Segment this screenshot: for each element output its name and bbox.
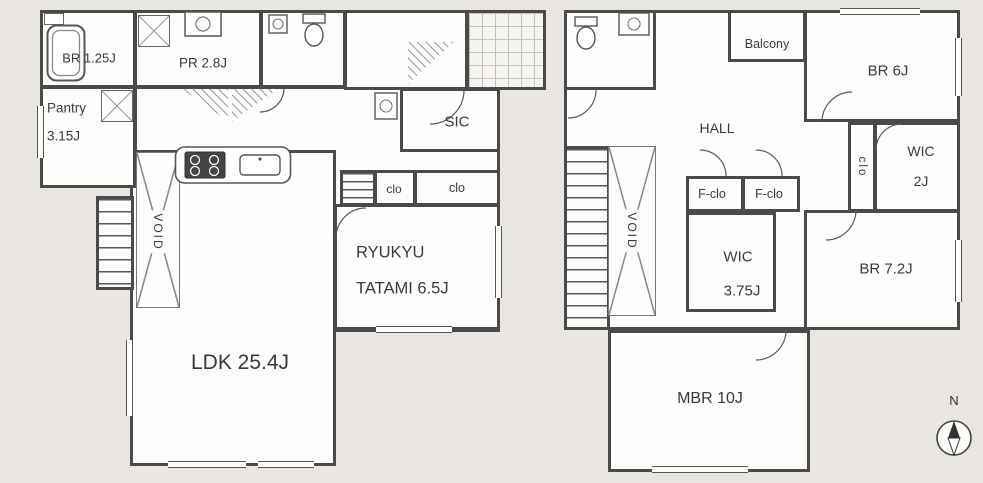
window-br72-east	[955, 240, 962, 302]
window-ldk-west	[126, 340, 133, 416]
label-tatami-line1: RYUKYU	[356, 243, 425, 262]
void-area-2f	[608, 146, 656, 316]
kitchen-counter-icon	[174, 144, 292, 191]
window-tatami-south	[376, 326, 452, 333]
label-powder-room: PR 2.8J	[178, 55, 228, 71]
room-wic-2j	[874, 122, 960, 212]
room-futon-closet-b	[742, 176, 800, 212]
room-bedroom-72j	[804, 210, 960, 330]
toilet-icon	[300, 13, 328, 54]
window-pantry-west	[37, 106, 44, 158]
hand-sink-icon	[268, 14, 288, 39]
label-pantry-size: 3.15J	[47, 128, 81, 144]
window-mbr-south	[652, 466, 748, 473]
washbasin-2f-icon	[618, 12, 650, 41]
stair-landing-steps	[340, 170, 376, 206]
room-tatami	[334, 204, 500, 330]
label-ldk: LDK 25.4J	[190, 351, 290, 374]
label-tatami-line2: TATAMI 6.5J	[356, 279, 449, 298]
label-void-1f: VOID	[151, 210, 165, 254]
washbasin-icon	[184, 11, 222, 42]
compass-icon: N	[926, 390, 982, 475]
staircase-1f	[96, 196, 134, 290]
window-tatami-east	[495, 226, 502, 298]
label-futon-closet-b: F-clo	[755, 187, 783, 201]
label-closet-small-1f: clo	[386, 182, 402, 196]
staircase-2f	[564, 146, 610, 330]
compass-north-label: N	[949, 393, 958, 408]
bathtub-icon	[46, 24, 86, 87]
bath-counter-icon	[44, 13, 64, 25]
window-ldk-south-1	[168, 461, 246, 468]
label-void-2f: VOID	[625, 209, 639, 253]
room-entrance-genkan	[466, 10, 546, 90]
label-bedroom-72j: BR 7.2J	[859, 260, 913, 278]
label-pantry-name: Pantry	[47, 100, 87, 116]
room-closet-small-1f	[374, 170, 416, 206]
label-wic375-line1: WIC	[723, 248, 753, 266]
label-balcony: Balcony	[744, 37, 790, 51]
pantry-shelf-icon	[101, 90, 133, 122]
washer-pan-icon	[138, 15, 170, 47]
label-hall: HALL	[699, 120, 735, 136]
label-sic: SIC	[444, 113, 470, 131]
room-bedroom-6j	[804, 10, 960, 122]
room-master-bedroom	[608, 330, 810, 472]
toilet-2f-icon	[572, 16, 600, 57]
sic-basin-icon	[374, 92, 398, 125]
label-wic375-line2: 3.75J	[723, 282, 761, 300]
label-wic2-line2: 2J	[913, 173, 929, 189]
label-closet-large-1f: clo	[449, 181, 465, 195]
window-br6-east	[955, 38, 962, 96]
room-wic-375	[686, 212, 776, 312]
room-sic	[400, 88, 500, 152]
label-wic2-line1: WIC	[907, 143, 935, 159]
window-ldk-south-2	[258, 461, 314, 468]
window-br6-north	[840, 8, 920, 15]
label-futon-closet-a: F-clo	[698, 187, 726, 201]
label-closet-vertical-2f: clo	[856, 153, 868, 181]
label-bathroom-1f: BR 1.25J	[62, 50, 116, 66]
label-master-bedroom: MBR 10J	[677, 390, 743, 407]
label-bedroom-6j: BR 6J	[867, 62, 909, 80]
